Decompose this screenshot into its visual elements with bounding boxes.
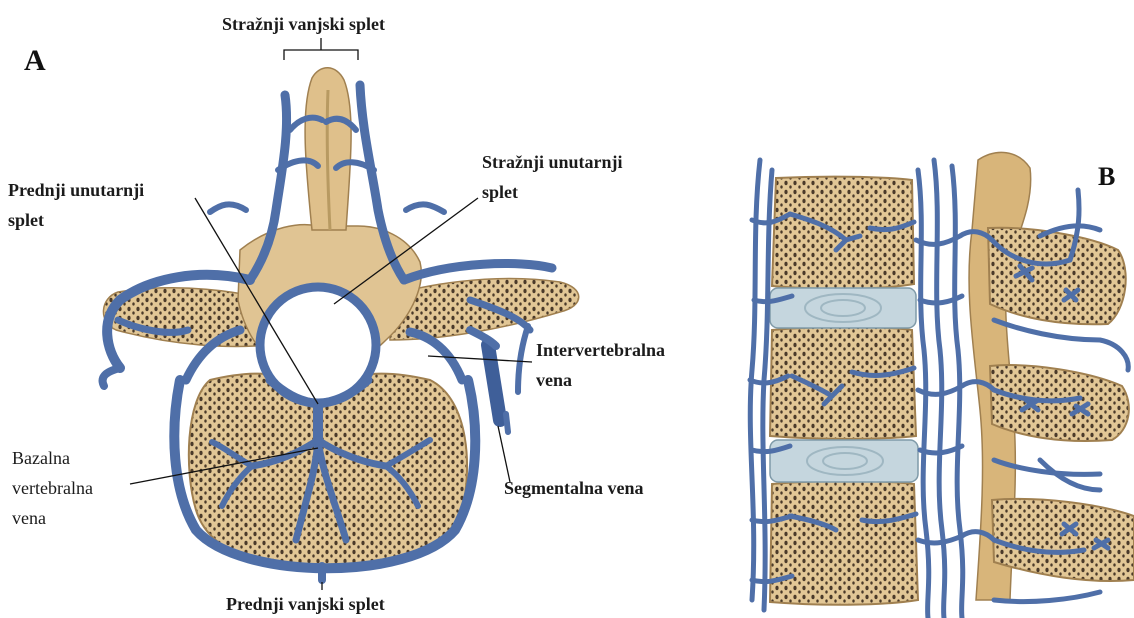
label-anterior-internal-plexus-line1: Prednji unutarnji	[8, 178, 144, 202]
panel-b-letter: B	[1098, 162, 1115, 192]
spinous-process-3	[992, 499, 1134, 581]
label-intervertebral-vein-line1: Intervertebralna	[536, 338, 665, 362]
label-posterior-internal-plexus-line1: Stražnji unutarnji	[482, 150, 623, 174]
label-anterior-internal-plexus-line2: splet	[8, 208, 44, 232]
vertebral-body-1	[772, 177, 914, 289]
label-intervertebral-vein-line2: vena	[536, 368, 572, 392]
label-anterior-external-plexus: Prednji vanjski splet	[226, 592, 385, 616]
label-posterior-external-plexus: Stražnji vanjski splet	[222, 12, 385, 36]
vertebral-body-3	[770, 481, 918, 605]
label-posterior-internal-plexus-line2: splet	[482, 180, 518, 204]
panel-b-spine	[750, 152, 1134, 618]
label-basivertebral-vein-line2: vertebralna	[12, 476, 93, 500]
panel-a-vertebra	[103, 68, 579, 580]
spinous-process-1	[988, 228, 1126, 325]
leader-intervertebral	[428, 356, 532, 362]
bracket-posterior-external	[284, 38, 358, 60]
label-basivertebral-vein-line3: vena	[12, 506, 46, 530]
panel-a-letter: A	[24, 44, 46, 78]
label-basivertebral-vein-line1: Bazalna	[12, 446, 70, 470]
vertebral-body-2	[770, 327, 916, 439]
label-segmental-vein: Segmentalna vena	[504, 476, 644, 500]
